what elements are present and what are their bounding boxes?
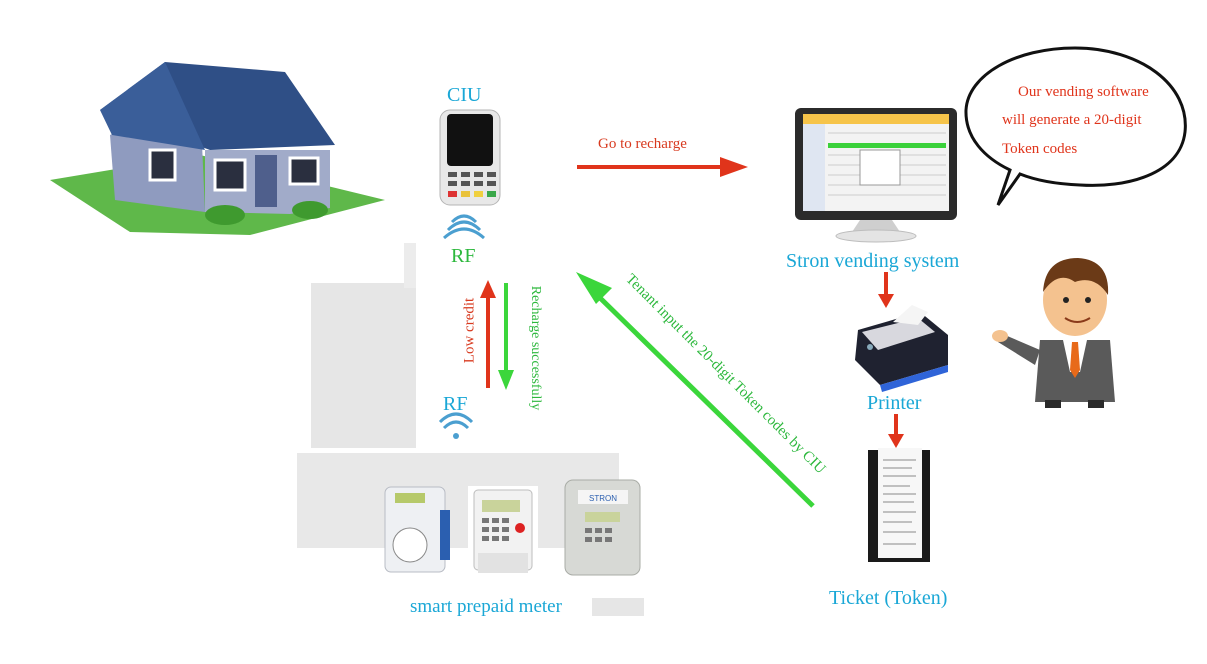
water-meter xyxy=(384,486,450,573)
rf-label-bottom: RF xyxy=(443,393,468,415)
gas-meter: STRON xyxy=(564,479,641,576)
arrow-recharge-successfully xyxy=(498,283,514,390)
arrow-to-ticket xyxy=(888,414,904,448)
vending-system-label: Stron vending system xyxy=(786,250,960,272)
wifi-icon-bottom xyxy=(438,412,474,439)
low-credit-label: Low credit xyxy=(461,297,478,364)
ciu-label: CIU xyxy=(447,84,482,106)
wifi-icon-top xyxy=(442,214,486,240)
ticket-label: Ticket (Token) xyxy=(829,587,948,609)
meter-backdrop xyxy=(297,243,619,548)
arrow-to-printer xyxy=(878,272,894,308)
arrow-tenant-input xyxy=(576,272,815,508)
bubble-line-3: Token codes xyxy=(1002,141,1078,157)
label-patch xyxy=(592,598,644,616)
receipt-icon xyxy=(868,448,930,562)
ciu-keypad-device xyxy=(439,109,501,206)
go-to-recharge-label: Go to recharge xyxy=(598,136,687,152)
arrow-go-to-recharge xyxy=(577,157,748,177)
house-illustration xyxy=(50,62,385,235)
gas-meter-brand: STRON xyxy=(589,494,617,503)
bubble-line-2: will generate a 20-digit xyxy=(1002,112,1142,128)
smart-meter-label: smart prepaid meter xyxy=(410,596,562,617)
printer-icon xyxy=(855,305,948,392)
electric-meter xyxy=(468,486,538,576)
recharge-successfully-label: Recharge successfully xyxy=(528,285,543,411)
businessman-illustration xyxy=(992,258,1115,408)
printer-label: Printer xyxy=(867,392,922,414)
speech-bubble xyxy=(964,46,1187,206)
monitor-icon xyxy=(795,108,957,243)
rf-label-top: RF xyxy=(451,245,476,267)
arrow-low-credit xyxy=(480,280,496,388)
bubble-line-1: Our vending software xyxy=(1018,84,1149,100)
